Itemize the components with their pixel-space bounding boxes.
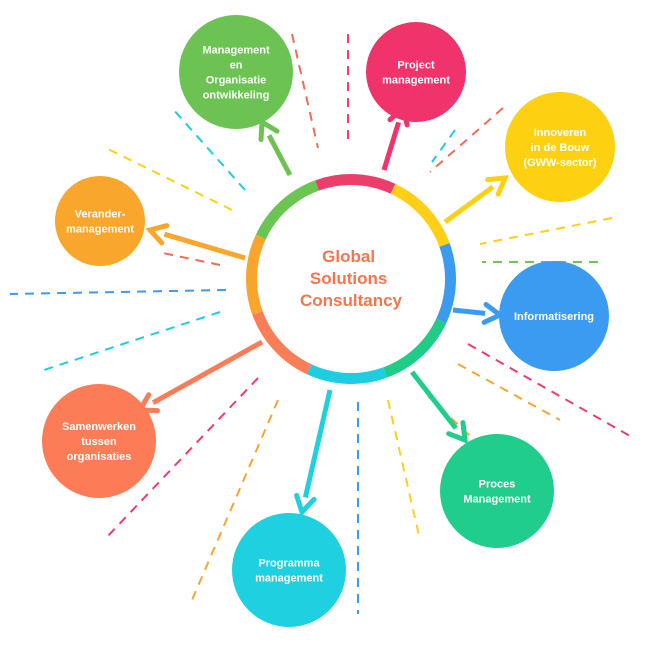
ring-segment <box>381 317 447 378</box>
dash-line <box>429 107 504 173</box>
node-label-line: Proces <box>479 479 516 491</box>
ring-segment <box>389 183 450 249</box>
ring-segment <box>306 361 387 384</box>
dash-line <box>457 363 561 421</box>
dash-line <box>157 251 221 266</box>
dash-line <box>105 147 233 211</box>
node-label-line: tussen <box>81 436 117 448</box>
node-circle <box>232 513 346 627</box>
node-label-line: ontwikkeling <box>203 90 270 102</box>
connector-arrow <box>294 389 333 517</box>
center-title: Global Solutions Consultancy <box>300 247 403 310</box>
node-informatisering: Informatisering <box>499 261 609 371</box>
dash-line <box>387 399 421 541</box>
node-label-line: Project <box>397 60 435 72</box>
connector-arrow <box>452 302 505 325</box>
ring-segment <box>246 234 269 315</box>
node-label-line: in de Bouw <box>531 142 590 154</box>
node-label: Informatisering <box>514 311 594 323</box>
node-circle <box>505 92 615 202</box>
node-label-line: Organisatie <box>206 75 267 87</box>
dash-line <box>105 377 259 539</box>
node-label-line: Informatisering <box>514 311 594 323</box>
connector-arrow <box>145 223 246 261</box>
ring-segment <box>433 243 456 324</box>
connector-arrow <box>410 370 468 444</box>
node-circle <box>440 434 554 548</box>
connector-arrow <box>135 339 264 414</box>
dash-line <box>191 399 279 601</box>
node-label-line: Management <box>202 45 270 57</box>
node-label-line: management <box>382 75 450 87</box>
center-title-line: Solutions <box>310 269 387 288</box>
connector-arrow <box>443 175 509 225</box>
node-label-line: Management <box>463 494 531 506</box>
node-programma-management: Programma management <box>232 513 346 627</box>
node-label-line: (GWW-sector) <box>523 157 596 169</box>
node-label: Verander-management <box>66 209 134 236</box>
dash-line <box>431 129 456 163</box>
node-label-line: Innoveren <box>534 127 587 139</box>
node-samenwerken: Samenwerken tussen organisaties <box>42 384 156 498</box>
ring-segment <box>255 180 321 241</box>
node-label-line: management <box>255 573 323 585</box>
dash-line <box>9 289 227 295</box>
center-disc <box>257 185 445 373</box>
ring-segment <box>315 174 396 197</box>
node-label-line: Programma <box>258 558 320 570</box>
node-project-management: Project management <box>366 22 466 122</box>
node-label-line: Verander- <box>75 209 126 221</box>
node-verandermanagement: Verander-management <box>55 176 145 266</box>
node-label-line: en <box>230 60 243 72</box>
node-label-line: organisaties <box>67 451 132 463</box>
node-circle <box>55 176 145 266</box>
node-circle <box>42 384 156 498</box>
node-innoveren: Innoveren in de Bouw (GWW-sector) <box>505 92 615 202</box>
node-label-line: management <box>66 224 134 236</box>
node-label-line: Samenwerken <box>62 421 136 433</box>
node-label: Innoveren in de Bouw (GWW-sector) <box>523 127 596 169</box>
node-circle <box>366 22 466 122</box>
connector-arrow <box>258 117 293 177</box>
dash-line <box>479 217 613 245</box>
node-label: Project management <box>382 60 450 87</box>
center-title-line: Global <box>322 247 375 266</box>
node-label: Samenwerken tussen organisaties <box>62 421 136 463</box>
center-ring <box>246 174 456 384</box>
node-circle <box>499 261 609 371</box>
center-title-line: Consultancy <box>300 291 403 310</box>
node-label: Programma management <box>255 558 323 585</box>
dash-line <box>171 107 246 191</box>
dash-line <box>291 33 319 149</box>
node-circle <box>179 15 293 129</box>
ring-segment <box>252 309 313 375</box>
dash-line <box>37 311 221 373</box>
